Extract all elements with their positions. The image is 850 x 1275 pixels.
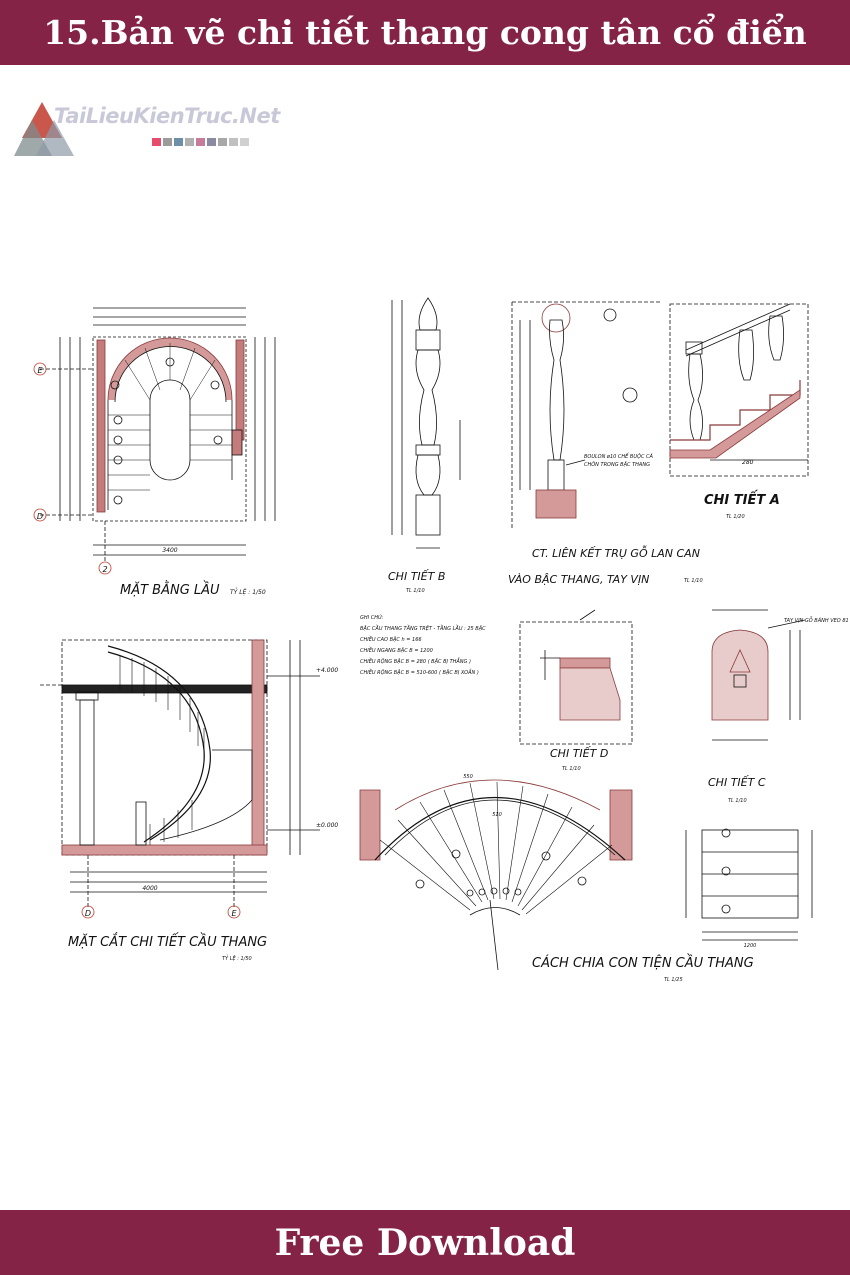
header-banner: 15.Bản vẽ chi tiết thang cong tân cổ điể…: [0, 0, 850, 65]
logo-triangle-icon: [14, 102, 74, 156]
grid-label-2: 2: [102, 565, 107, 574]
detail-c-title: CHI TIẾT C: [708, 775, 766, 789]
handrail-note: TAY VỊN GỖ BÁNH VEO 81: [784, 616, 849, 624]
floor-plan: [33, 307, 276, 575]
fan-dim-550: 550: [463, 774, 473, 780]
detail-a-stair-section: [622, 303, 809, 477]
staircase-drawing-sheet: E D 2 3400 MẶT BẰNG LẦU TỶ LỆ : 1/50 CHI…: [33, 297, 849, 983]
section-dim-4000: 4000: [142, 885, 157, 892]
detail-a-title: CHI TIẾT A: [704, 491, 780, 508]
notes-title: GHI CHÚ:: [360, 614, 384, 621]
footer-banner[interactable]: Free Download: [0, 1210, 850, 1275]
plan-dim-3400: 3400: [162, 547, 177, 554]
grid-label-e: E: [37, 366, 43, 375]
connection-scale: TL 1/10: [684, 578, 703, 584]
detail-d-step-edge: [519, 609, 633, 745]
bolt-note-2: CHÔN TRONG BẬC THANG: [584, 461, 650, 468]
plan-scale: TỶ LỆ : 1/50: [230, 588, 266, 596]
level-upper: +4.000: [316, 667, 338, 674]
stair-section: [40, 639, 320, 919]
detail-b-title: CHI TIẾT B: [388, 569, 445, 583]
connection-title-2: VÀO BẬC THANG, TAY VỊN: [508, 573, 649, 586]
division-title: CÁCH CHIA CON TIỆN CẦU THANG: [532, 954, 754, 971]
site-logo[interactable]: TaiLieuKienTruc.Net: [14, 98, 280, 158]
detail-b-newel-post: [391, 297, 461, 549]
fan-step-division: [359, 779, 633, 971]
division-scale: TL 1/25: [664, 977, 683, 983]
grid-label-d: D: [37, 512, 43, 521]
note-line-3: CHIỀU NGANG BẬC B = 1200: [360, 646, 433, 654]
detail-c-handrail-profile: [711, 609, 806, 741]
fan-dim-510: 510: [492, 812, 502, 818]
note-line-2: CHIỀU CAO BẬC h = 166: [360, 635, 422, 643]
connection-detail: [511, 301, 662, 530]
detail-d-title: CHI TIẾT D: [550, 746, 608, 760]
page-title: 15.Bản vẽ chi tiết thang cong tân cổ điể…: [43, 13, 807, 52]
detail-a-scale: TL 1/20: [726, 514, 745, 520]
step-dim-1200: 1200: [744, 943, 757, 949]
detail-d-scale: TL 1/10: [562, 766, 581, 772]
detail-c-scale: TL 1/10: [728, 798, 747, 804]
bolt-note-1: BOULON ø10 CHẾ BUỘC CÁ: [584, 452, 654, 460]
note-line-5: CHIỀU RỘNG BẬC B = 510-600 ( BẬC BỊ XOẮN…: [360, 668, 479, 676]
detail-b-scale: TL 1/10: [406, 588, 425, 594]
logo-wordmark: TaiLieuKienTruc.Net: [54, 104, 280, 128]
logo-color-bars: [152, 138, 249, 146]
plan-title: MẶT BẰNG LẦU: [120, 581, 220, 598]
step-plan-detail: [685, 828, 813, 941]
detail-a-dim-280: 280: [742, 459, 754, 466]
level-zero: ±0.000: [316, 822, 338, 829]
section-grid-d: D: [85, 909, 91, 918]
section-grid-e: E: [231, 909, 237, 918]
section-scale: TỶ LỆ : 1/50: [222, 954, 252, 962]
connection-title-1: CT. LIÊN KẾT TRỤ GỖ LAN CAN: [532, 545, 700, 560]
note-line-1: BẬC CẦU THANG TẦNG TRỆT - TẦNG LẦU : 25 …: [360, 624, 486, 632]
note-line-4: CHIỀU RỘNG BẬC B = 280 ( BẬC BỊ THẲNG ): [360, 657, 471, 665]
free-download-label[interactable]: Free Download: [274, 1221, 576, 1264]
section-title: MẶT CẮT CHI TIẾT CẦU THANG: [68, 933, 267, 950]
